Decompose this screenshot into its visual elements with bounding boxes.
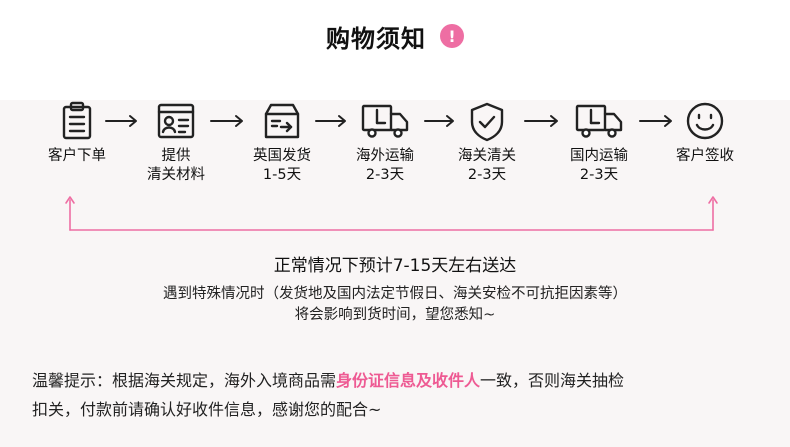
- tips-highlight: 身份证信息及收件人: [336, 371, 481, 390]
- tips-prefix: 温馨提示：根据海关规定，海外入境商品需: [32, 371, 337, 390]
- box-icon: [264, 103, 300, 139]
- smiley-icon: [686, 102, 724, 140]
- tips-line-1: 温馨提示：根据海关规定，海外入境商品需身份证信息及收件人一致，否则海关抽检: [32, 366, 762, 395]
- special-case-note-2: 将会影响到货时间，望您悉知~: [294, 307, 496, 323]
- step-customs-docs: 提供 清关材料: [121, 101, 231, 185]
- step-receipt: 客户签收: [650, 101, 760, 166]
- right-arrow-icon: [210, 115, 243, 127]
- right-arrow-icon: [639, 115, 672, 127]
- warm-tips: 温馨提示：根据海关规定，海外入境商品需身份证信息及收件人一致，否则海关抽检 扣关…: [32, 366, 762, 424]
- truck-icon: [575, 104, 623, 138]
- step-customs-clearance: 海关清关 2-3天: [432, 101, 542, 185]
- right-arrow-icon: [105, 115, 137, 127]
- clipboard-icon: [62, 101, 92, 140]
- page-title: 购物须知: [326, 24, 426, 53]
- step-label: 海外运输 2-3天: [356, 148, 414, 183]
- title-row: 购物须知 !: [0, 16, 790, 56]
- step-label: 国内运输 2-3天: [570, 148, 628, 183]
- timeline-bracket: [65, 196, 718, 231]
- step-label: 客户下单: [48, 148, 106, 164]
- step-order: 客户下单: [22, 101, 132, 166]
- tips-line-2: 扣关，付款前请确认好收件信息，感谢您的配合~: [32, 400, 382, 419]
- step-label: 提供 清关材料: [147, 148, 205, 183]
- step-label: 英国发货 1-5天: [253, 148, 311, 183]
- step-overseas-transport: 海外运输 2-3天: [330, 101, 440, 185]
- right-arrow-icon: [424, 115, 454, 127]
- id-card-icon: [157, 103, 195, 139]
- header-area: [0, 0, 790, 100]
- exclamation-icon: !: [440, 24, 464, 48]
- tips-suffix: 一致，否则海关抽检: [480, 371, 625, 390]
- step-uk-shipping: 英国发货 1-5天: [227, 101, 337, 185]
- step-label: 海关清关 2-3天: [458, 148, 516, 183]
- shield-check-icon: [470, 102, 504, 142]
- content-area: [0, 100, 790, 447]
- special-case-note: 遇到特殊情况时（发货地及国内法定节假日、海关安检不可抗拒因素等）: [163, 286, 627, 302]
- right-arrow-icon: [315, 115, 346, 127]
- truck-icon: [361, 104, 409, 138]
- right-arrow-icon: [524, 115, 558, 127]
- delivery-estimate: 正常情况下预计7-15天左右送达: [273, 256, 517, 276]
- step-label: 客户签收: [676, 148, 734, 164]
- step-domestic-transport: 国内运输 2-3天: [544, 101, 654, 185]
